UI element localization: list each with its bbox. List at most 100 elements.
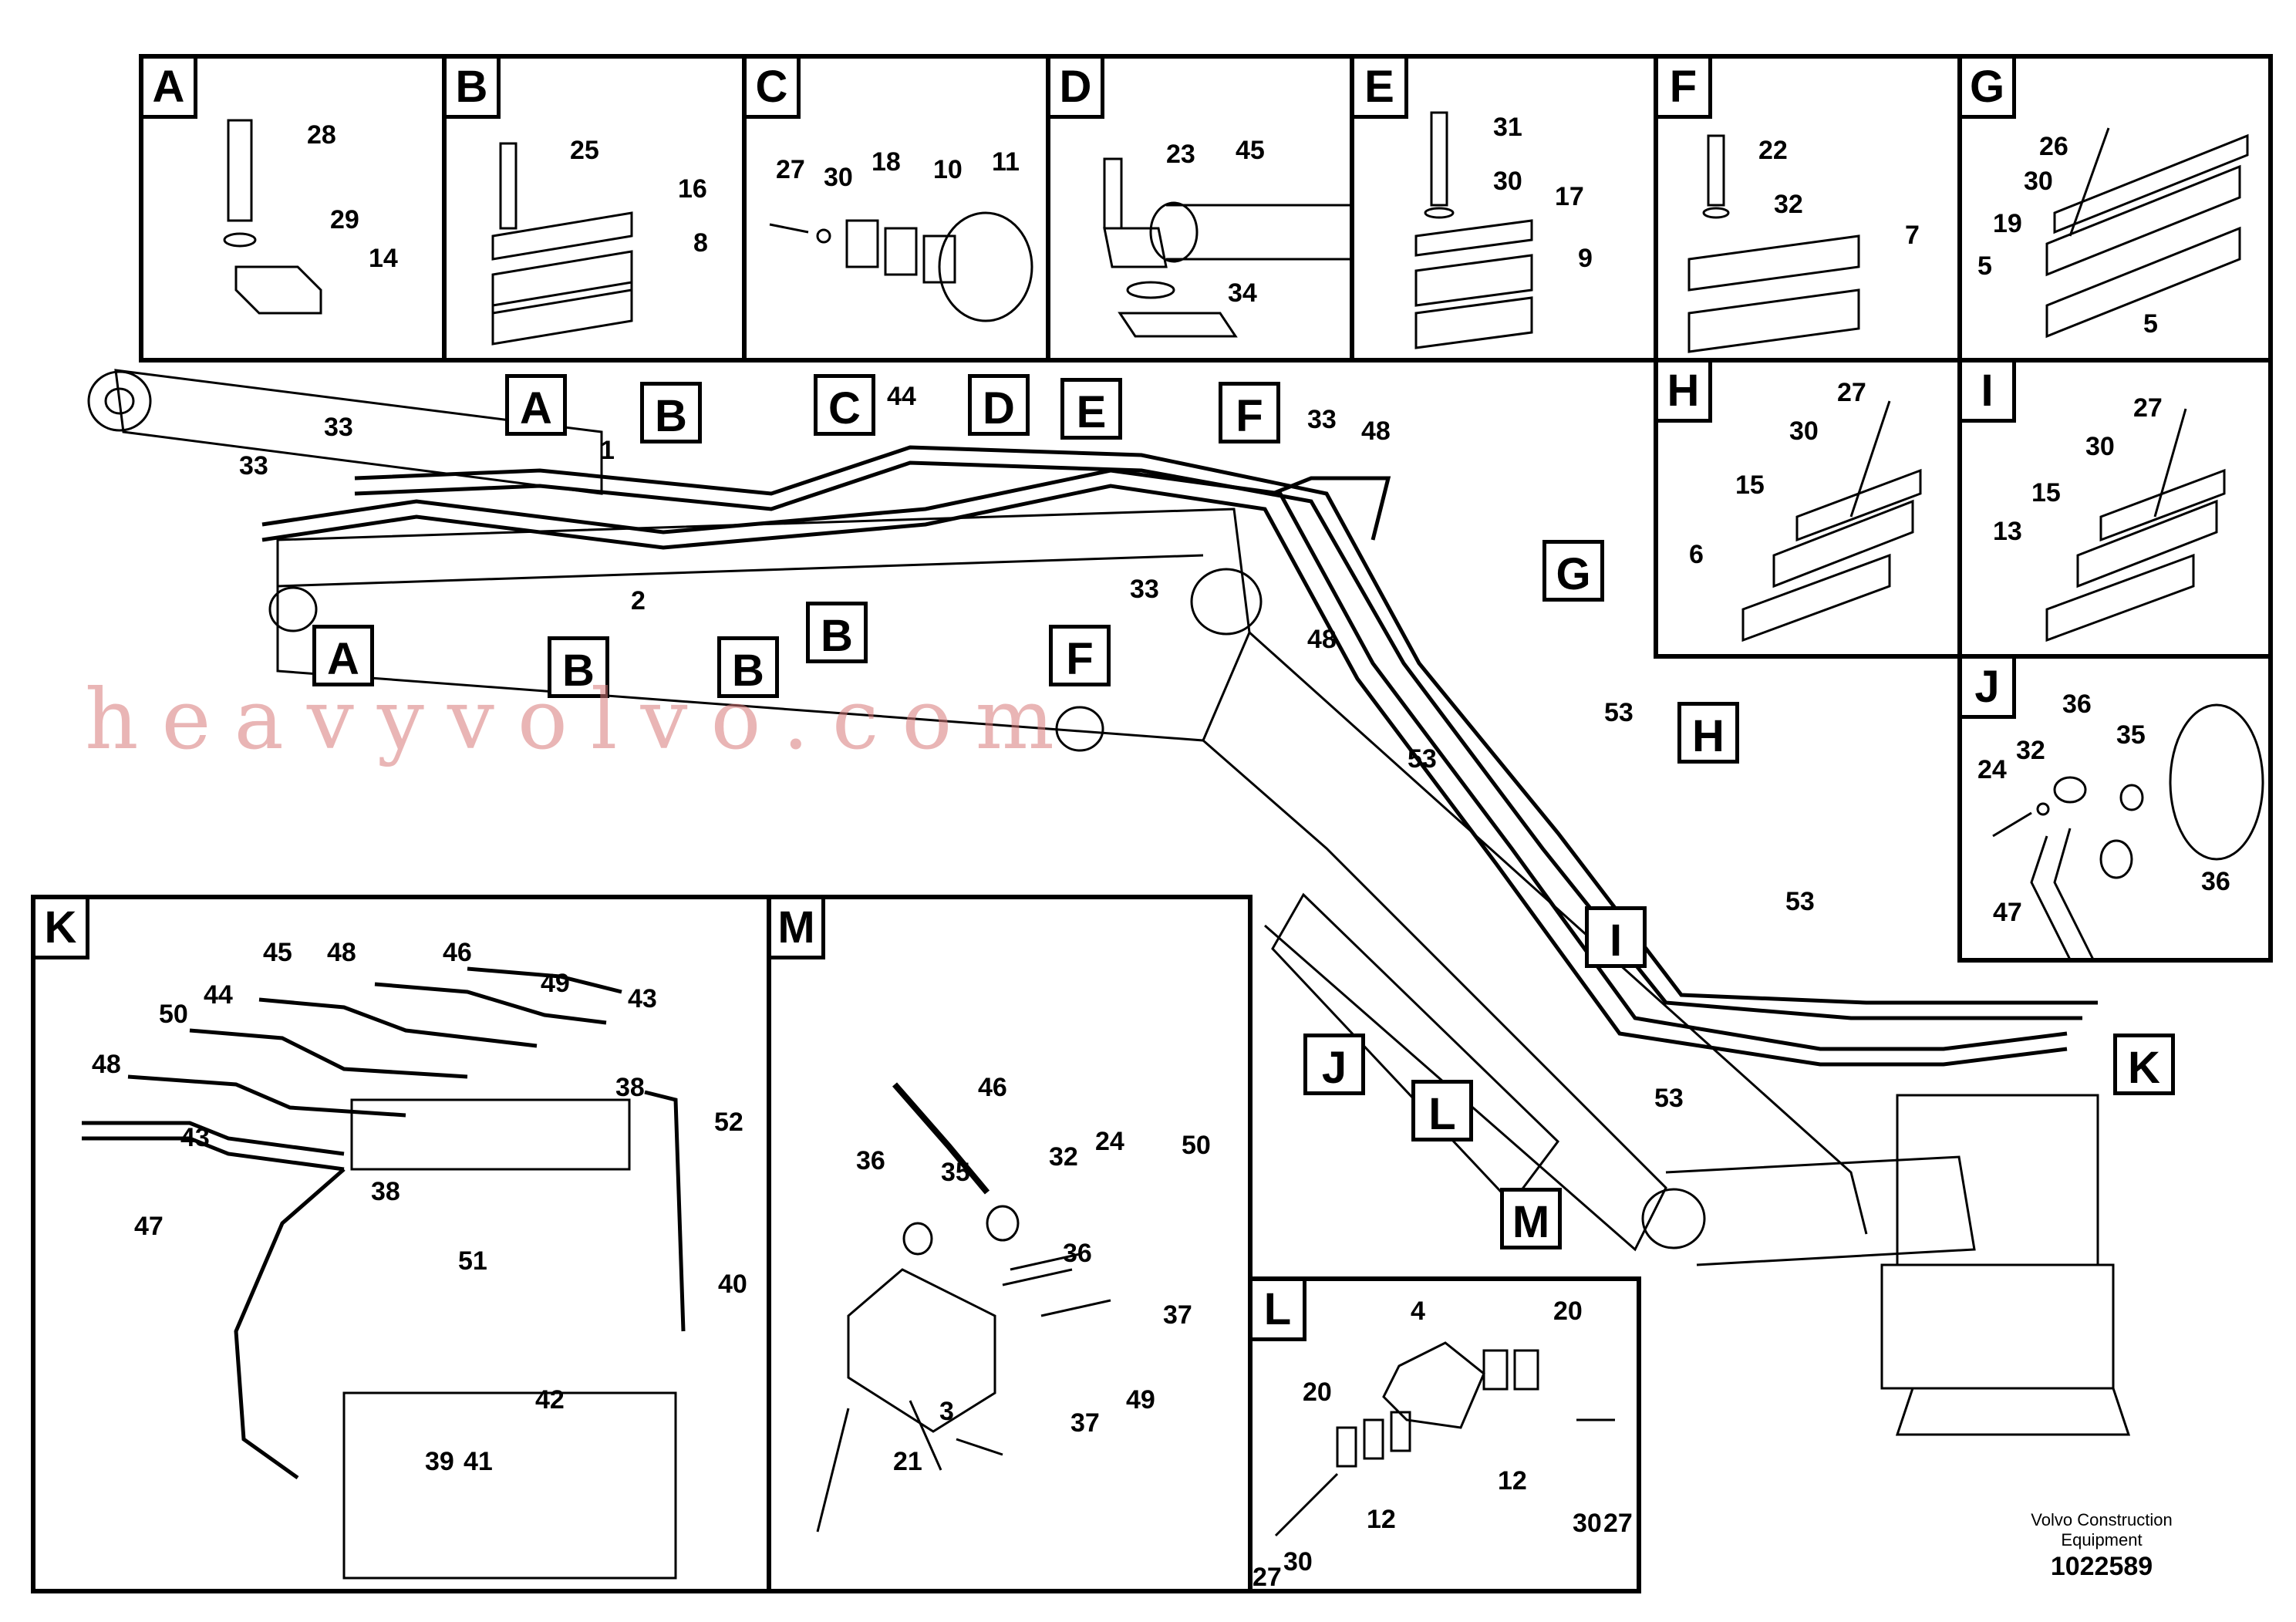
part-number: 27 (776, 155, 805, 184)
callout-i: I (1585, 906, 1647, 968)
detail-label: H (1658, 363, 1712, 423)
part-number: 22 (1758, 136, 1788, 165)
callout-b-3: B (717, 636, 779, 698)
callout-g: G (1542, 540, 1604, 602)
callout-d: D (968, 374, 1030, 436)
watermark-text: heavyvolvo.com (85, 672, 1077, 768)
part-number: 11 (992, 147, 1020, 177)
callout-j: J (1303, 1034, 1365, 1095)
part-number: 15 (1735, 470, 1765, 500)
part-number: 38 (371, 1177, 400, 1206)
part-number: 41 (464, 1447, 493, 1476)
callout-b: B (640, 382, 702, 443)
part-number: 16 (678, 174, 707, 204)
part-number: 26 (2039, 132, 2068, 161)
clamp-pair-drawing (491, 142, 633, 346)
part-number: 5 (1977, 251, 1992, 281)
flange-hose-drawing (1103, 157, 1359, 338)
main-part-number: 48 (1307, 625, 1337, 654)
part-number: 3 (939, 1397, 954, 1426)
main-part-number: 53 (1604, 698, 1633, 727)
main-part-number: 1 (600, 436, 615, 465)
main-part-number: 53 (1408, 744, 1437, 774)
part-number: 20 (1303, 1378, 1332, 1407)
detail-view-h: H 27 30 15 6 (1654, 358, 1962, 659)
main-part-number: 44 (887, 382, 916, 411)
part-number: 36 (2062, 690, 2092, 719)
detail-view-f: F 22 32 7 (1654, 54, 1962, 363)
part-number: 32 (1774, 190, 1803, 219)
part-number: 7 (1905, 221, 1920, 250)
part-number: 42 (535, 1385, 565, 1415)
main-part-number: 33 (239, 451, 268, 481)
detail-label: M (771, 899, 825, 959)
part-number: 6 (1689, 540, 1704, 569)
callout-h: H (1677, 702, 1739, 764)
detail-label: C (747, 59, 801, 119)
part-number: 46 (978, 1073, 1007, 1102)
callout-k: K (2113, 1034, 2175, 1095)
part-number: 12 (1367, 1505, 1396, 1534)
part-number: 23 (1166, 140, 1195, 169)
part-number: 32 (1049, 1142, 1078, 1172)
detail-label: D (1050, 59, 1104, 119)
callout-e: E (1060, 378, 1122, 440)
valve-hose-drawing (82, 966, 686, 1580)
part-number: 37 (1070, 1408, 1100, 1438)
part-number: 21 (893, 1447, 922, 1476)
part-number: 20 (1553, 1297, 1583, 1326)
detail-view-g: G 26 30 19 5 5 (1957, 54, 2273, 363)
part-number: 31 (1493, 113, 1522, 142)
part-number: 24 (1977, 755, 2007, 784)
part-number: 15 (2031, 478, 2061, 508)
part-number: 50 (1182, 1131, 1211, 1160)
part-number: 30 (1573, 1509, 1602, 1538)
main-part-number: 33 (324, 413, 353, 442)
detail-label: A (143, 59, 197, 119)
part-number: 50 (159, 1000, 188, 1029)
callout-b-4: B (806, 602, 868, 663)
bolt-clamp-drawing (223, 119, 322, 315)
callout-m: M (1500, 1188, 1562, 1249)
part-number: 35 (2116, 720, 2146, 750)
part-number: 24 (1095, 1127, 1124, 1156)
detail-view-d: D 23 45 34 (1046, 54, 1359, 363)
detail-view-i: I 27 30 15 13 (1957, 358, 2273, 659)
part-number: 36 (2201, 867, 2230, 896)
detail-label: E (1354, 59, 1408, 119)
detail-view-k: K 45 48 46 49 43 50 44 48 43 38 38 52 47… (31, 895, 771, 1593)
clamp-strip-drawing (2045, 127, 2249, 339)
clamp-strip-drawing (1741, 400, 1922, 642)
callout-b-2: B (548, 636, 609, 698)
part-number: 27 (2133, 393, 2163, 423)
callout-l: L (1411, 1080, 1473, 1141)
part-number: 27 (1837, 378, 1866, 407)
part-number: 5 (2143, 309, 2158, 339)
callout-c: C (814, 374, 875, 436)
part-number: 29 (330, 205, 359, 234)
clamp-pair-drawing (1414, 111, 1533, 349)
flange-fitting-drawing (1992, 703, 2264, 960)
part-number: 44 (204, 980, 233, 1010)
part-number: 36 (1063, 1239, 1092, 1268)
part-number: 12 (1498, 1466, 1527, 1496)
detail-view-b: B 25 16 8 (442, 54, 747, 363)
part-number: 14 (369, 244, 398, 273)
part-number: 47 (134, 1212, 164, 1241)
detail-view-a: A 28 29 14 (139, 54, 447, 363)
valve-block-drawing (816, 1082, 1111, 1533)
clamp-bracket-drawing (1274, 1341, 1615, 1537)
callout-f: F (1219, 382, 1280, 443)
part-number: 40 (718, 1270, 747, 1299)
part-number: 51 (458, 1246, 487, 1276)
part-number: 47 (1993, 898, 2022, 927)
part-number: 39 (425, 1447, 454, 1476)
part-number: 30 (1789, 416, 1819, 446)
part-number: 27 (1603, 1509, 1633, 1538)
detail-view-l: L 4 20 20 12 12 30 27 27 30 (1248, 1276, 1641, 1593)
main-part-number: 53 (1785, 887, 1815, 916)
detail-view-c: C 27 30 18 10 11 (742, 54, 1050, 363)
document-number: 1022589 (2050, 1552, 2153, 1581)
brand-label: Volvo Construction Equipment (2001, 1510, 2202, 1550)
